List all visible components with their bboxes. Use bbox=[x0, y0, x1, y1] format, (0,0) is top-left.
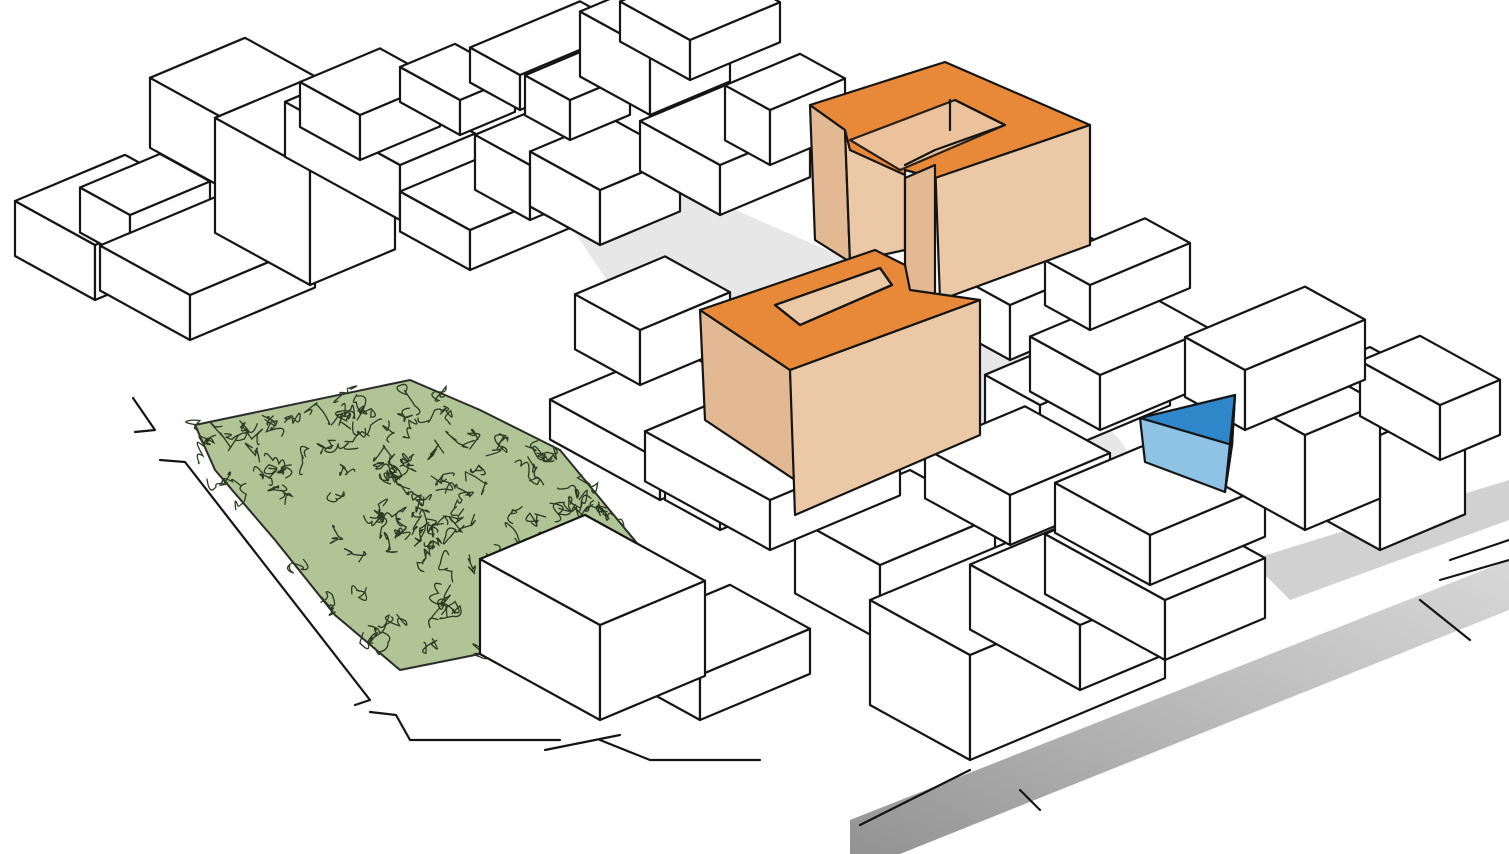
building-block-32 bbox=[480, 515, 705, 720]
